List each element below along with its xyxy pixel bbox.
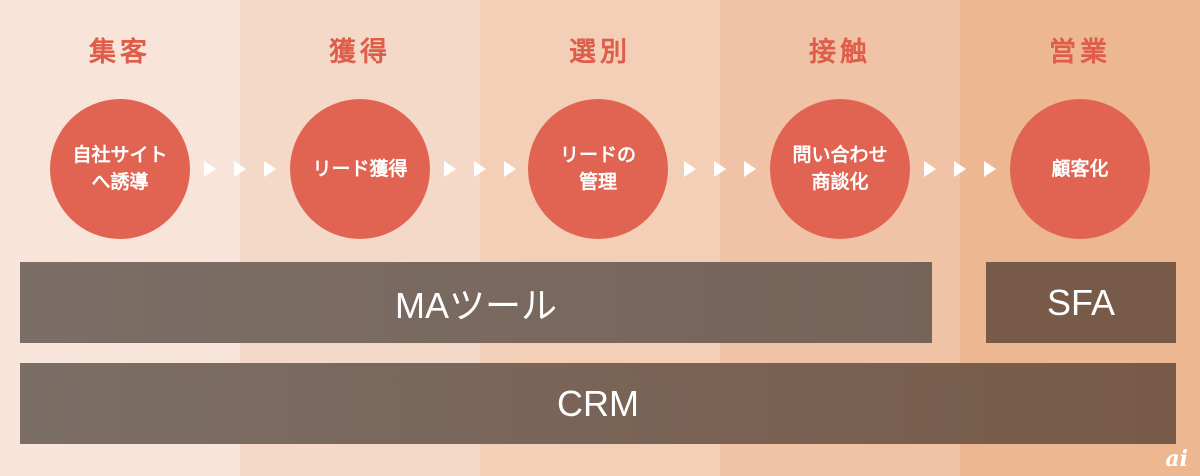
arrow-icon (504, 161, 516, 177)
stage-title: 営業 (1049, 37, 1111, 68)
arrow-icon (234, 161, 246, 177)
arrow-icon (924, 161, 936, 177)
arrow-icon (714, 161, 726, 177)
arrow-icon (984, 161, 996, 177)
step-circle: リードの 管理 (528, 99, 668, 239)
arrow-icon (474, 161, 486, 177)
stage-title: 選別 (569, 37, 631, 68)
step-circle: 自社サイト へ誘導 (50, 99, 190, 239)
arrow-icon (264, 161, 276, 177)
stage-title: 獲得 (329, 37, 391, 68)
step-circle: 顧客化 (1010, 99, 1150, 239)
stage-title: 接触 (809, 37, 871, 68)
arrow-icon (444, 161, 456, 177)
stage-title: 集客 (89, 37, 151, 68)
ma-tool-bar: MAツール (20, 262, 932, 343)
arrow-icon (684, 161, 696, 177)
crm-tool-bar: CRM (20, 363, 1176, 444)
arrow-icon (204, 161, 216, 177)
arrow-icon (954, 161, 966, 177)
arrow-icon (744, 161, 756, 177)
site-logo: ai (1165, 446, 1188, 472)
sfa-tool-bar: SFA (986, 262, 1176, 343)
step-circle: 問い合わせ 商談化 (770, 99, 910, 239)
step-circle: リード獲得 (290, 99, 430, 239)
